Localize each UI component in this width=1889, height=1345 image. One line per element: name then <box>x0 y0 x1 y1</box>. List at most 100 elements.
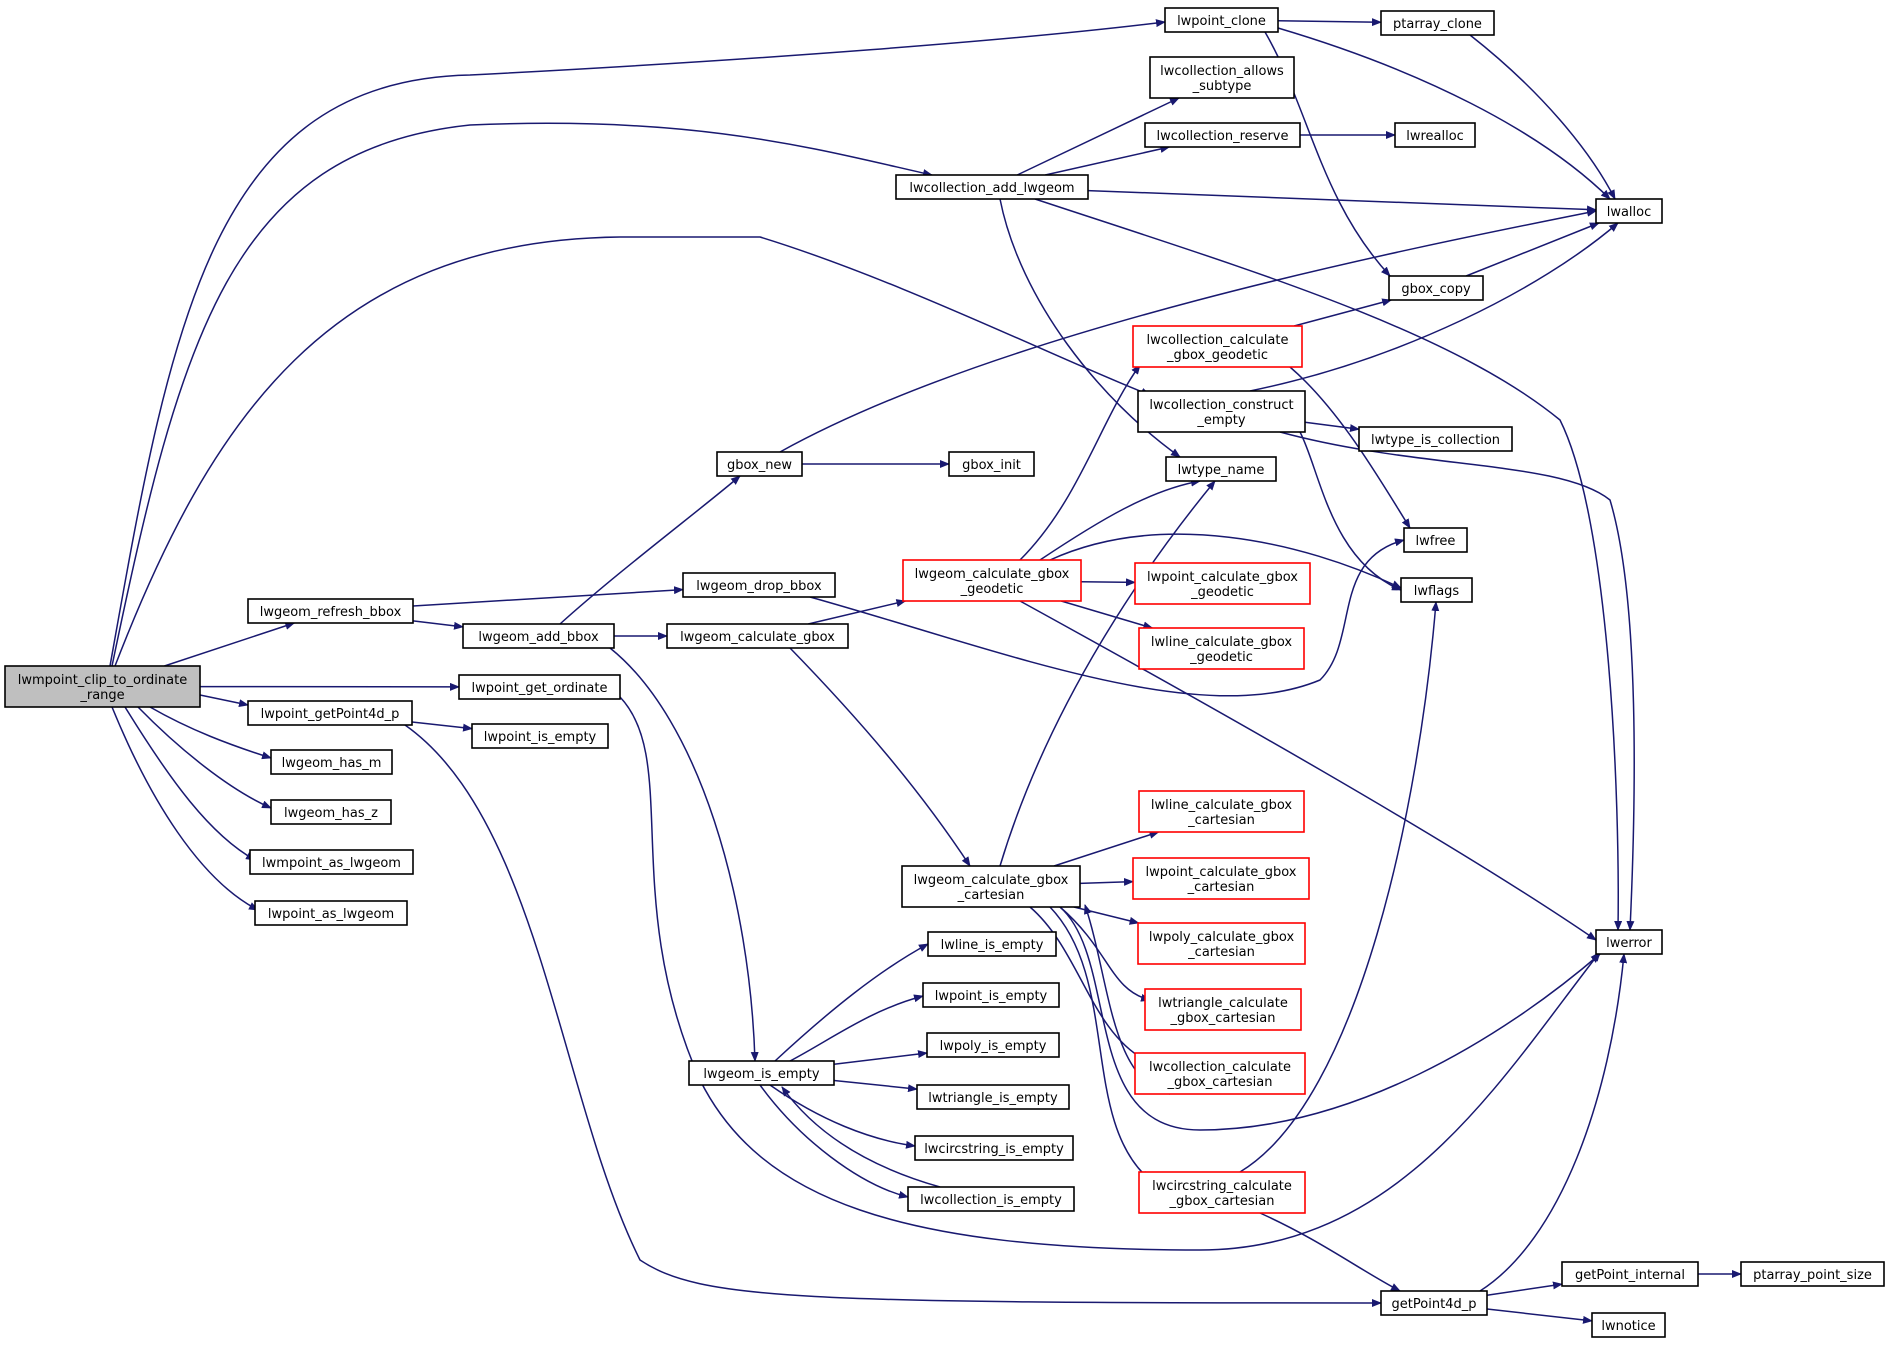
node-box[interactable] <box>270 749 393 775</box>
node-box[interactable] <box>914 1135 1074 1161</box>
node-lwrealloc[interactable]: lwrealloc <box>1394 122 1476 148</box>
node-lwcollection_add_lwgeom[interactable]: lwcollection_add_lwgeom <box>895 174 1089 200</box>
node-lwnotice[interactable]: lwnotice <box>1591 1312 1666 1338</box>
node-lwgeom_has_m[interactable]: lwgeom_has_m <box>270 749 393 775</box>
node-box[interactable] <box>4 665 201 708</box>
node-box[interactable] <box>1164 7 1279 33</box>
node-box[interactable] <box>895 174 1089 200</box>
node-box[interactable] <box>1132 857 1310 900</box>
node-lwpoint_as_lwgeom[interactable]: lwpoint_as_lwgeom <box>254 900 408 926</box>
node-lwcollection_allows_subtype[interactable]: lwcollection_allows_subtype <box>1149 56 1295 99</box>
node-box[interactable] <box>254 900 408 926</box>
node-box[interactable] <box>927 931 1057 957</box>
node-lwfree[interactable]: lwfree <box>1403 527 1468 553</box>
node-lwline_calculate_gbox_cartesian[interactable]: lwline_calculate_gbox_cartesian <box>1138 790 1305 833</box>
node-box[interactable] <box>1132 325 1303 368</box>
node-lwerror[interactable]: lwerror <box>1595 929 1663 955</box>
node-box[interactable] <box>471 723 609 749</box>
node-box[interactable] <box>948 451 1035 477</box>
node-box[interactable] <box>1403 527 1468 553</box>
node-lwtype_name[interactable]: lwtype_name <box>1165 456 1277 482</box>
node-box[interactable] <box>247 700 413 726</box>
node-box[interactable] <box>1591 1312 1666 1338</box>
node-box[interactable] <box>1149 56 1295 99</box>
node-box[interactable] <box>270 799 392 825</box>
node-box[interactable] <box>1595 198 1663 224</box>
node-box[interactable] <box>916 1084 1070 1110</box>
node-lwcircstring_calculate_gbox_cartesian[interactable]: lwcircstring_calculate_gbox_cartesian <box>1138 1171 1306 1214</box>
node-getPoint4d_p[interactable]: getPoint4d_p <box>1380 1290 1488 1316</box>
node-lwpoly_is_empty[interactable]: lwpoly_is_empty <box>926 1032 1060 1058</box>
node-box[interactable] <box>688 1060 835 1086</box>
node-gbox_copy[interactable]: gbox_copy <box>1388 275 1484 301</box>
node-gbox_init[interactable]: gbox_init <box>948 451 1035 477</box>
node-lwgeom_add_bbox[interactable]: lwgeom_add_bbox <box>462 623 615 649</box>
node-lwcollection_calculate_gbox_geodetic[interactable]: lwcollection_calculate_gbox_geodetic <box>1132 325 1303 368</box>
node-box[interactable] <box>902 559 1082 602</box>
node-box[interactable] <box>682 572 836 598</box>
node-lwline_is_empty[interactable]: lwline_is_empty <box>927 931 1057 957</box>
node-lwgeom_drop_bbox[interactable]: lwgeom_drop_bbox <box>682 572 836 598</box>
node-box[interactable] <box>458 674 621 700</box>
node-box[interactable] <box>1380 1290 1488 1316</box>
node-box[interactable] <box>666 623 849 649</box>
node-lwgeom_calculate_gbox_geodetic[interactable]: lwgeom_calculate_gbox_geodetic <box>902 559 1082 602</box>
node-box[interactable] <box>716 451 803 477</box>
node-lwline_calculate_gbox_geodetic[interactable]: lwline_calculate_gbox_geodetic <box>1138 627 1305 670</box>
node-box[interactable] <box>926 1032 1060 1058</box>
node-lwgeom_calculate_gbox[interactable]: lwgeom_calculate_gbox <box>666 623 849 649</box>
node-box[interactable] <box>922 982 1060 1008</box>
node-lwpoint_is_empty_1[interactable]: lwpoint_is_empty <box>471 723 609 749</box>
node-box[interactable] <box>1134 1052 1306 1095</box>
node-box[interactable] <box>1358 426 1513 452</box>
node-box[interactable] <box>1740 1261 1885 1287</box>
node-box[interactable] <box>1388 275 1484 301</box>
node-box[interactable] <box>1137 390 1306 433</box>
node-box[interactable] <box>907 1186 1075 1212</box>
node-lwpoint_is_empty_2[interactable]: lwpoint_is_empty <box>922 982 1060 1008</box>
node-lwpoint_getPoint4d_p[interactable]: lwpoint_getPoint4d_p <box>247 700 413 726</box>
node-box[interactable] <box>1595 929 1663 955</box>
node-lwtriangle_is_empty[interactable]: lwtriangle_is_empty <box>916 1084 1070 1110</box>
node-lwmpoint_as_lwgeom[interactable]: lwmpoint_as_lwgeom <box>249 849 414 875</box>
node-gbox_new[interactable]: gbox_new <box>716 451 803 477</box>
node-getPoint_internal[interactable]: getPoint_internal <box>1561 1261 1699 1287</box>
node-lwgeom_is_empty[interactable]: lwgeom_is_empty <box>688 1060 835 1086</box>
node-box[interactable] <box>462 623 615 649</box>
node-lwcollection_is_empty[interactable]: lwcollection_is_empty <box>907 1186 1075 1212</box>
node-lwcollection_reserve[interactable]: lwcollection_reserve <box>1144 122 1301 148</box>
node-lwpoint_get_ordinate[interactable]: lwpoint_get_ordinate <box>458 674 621 700</box>
node-box[interactable] <box>1144 988 1302 1031</box>
node-root[interactable]: lwmpoint_clip_to_ordinate_range <box>4 665 201 708</box>
node-lwtriangle_calculate_gbox_cartesian[interactable]: lwtriangle_calculate_gbox_cartesian <box>1144 988 1302 1031</box>
node-lwpoint_calculate_gbox_cartesian[interactable]: lwpoint_calculate_gbox_cartesian <box>1132 857 1310 900</box>
node-box[interactable] <box>1137 922 1306 965</box>
node-box[interactable] <box>247 598 414 624</box>
node-box[interactable] <box>1138 627 1305 670</box>
node-box[interactable] <box>1400 577 1473 603</box>
node-lwalloc[interactable]: lwalloc <box>1595 198 1663 224</box>
node-lwcollection_construct_empty[interactable]: lwcollection_construct_empty <box>1137 390 1306 433</box>
node-lwgeom_refresh_bbox[interactable]: lwgeom_refresh_bbox <box>247 598 414 624</box>
node-lwpoint_clone[interactable]: lwpoint_clone <box>1164 7 1279 33</box>
node-ptarray_clone[interactable]: ptarray_clone <box>1380 10 1495 36</box>
node-box[interactable] <box>1138 790 1305 833</box>
node-lwgeom_calculate_gbox_cartesian[interactable]: lwgeom_calculate_gbox_cartesian <box>901 865 1081 908</box>
node-lwgeom_has_z[interactable]: lwgeom_has_z <box>270 799 392 825</box>
node-ptarray_point_size[interactable]: ptarray_point_size <box>1740 1261 1885 1287</box>
node-lwflags[interactable]: lwflags <box>1400 577 1473 603</box>
node-lwtype_is_collection[interactable]: lwtype_is_collection <box>1358 426 1513 452</box>
node-box[interactable] <box>901 865 1081 908</box>
node-box[interactable] <box>1165 456 1277 482</box>
node-box[interactable] <box>1394 122 1476 148</box>
node-lwpoly_calculate_gbox_cartesian[interactable]: lwpoly_calculate_gbox_cartesian <box>1137 922 1306 965</box>
node-box[interactable] <box>1144 122 1301 148</box>
node-box[interactable] <box>1138 1171 1306 1214</box>
node-box[interactable] <box>1134 562 1311 605</box>
node-box[interactable] <box>249 849 414 875</box>
node-box[interactable] <box>1380 10 1495 36</box>
node-lwcollection_calculate_gbox_cartesian[interactable]: lwcollection_calculate_gbox_cartesian <box>1134 1052 1306 1095</box>
node-box[interactable] <box>1561 1261 1699 1287</box>
node-lwpoint_calculate_gbox_geodetic[interactable]: lwpoint_calculate_gbox_geodetic <box>1134 562 1311 605</box>
node-lwcircstring_is_empty[interactable]: lwcircstring_is_empty <box>914 1135 1074 1161</box>
